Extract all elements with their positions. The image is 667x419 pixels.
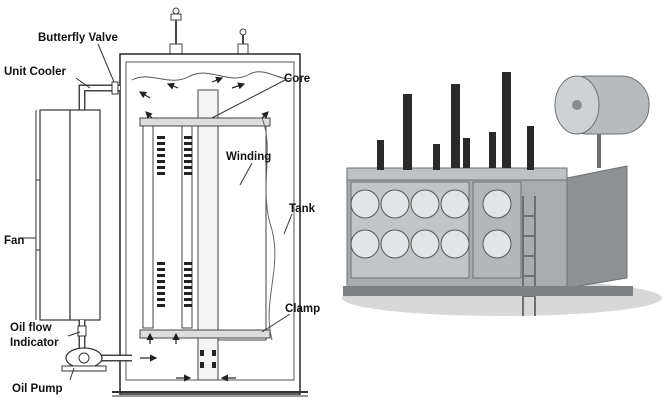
bottom-pipe xyxy=(77,320,132,362)
cooling-fans xyxy=(350,181,522,279)
transformer-base xyxy=(343,286,633,296)
fan-icon xyxy=(350,229,380,259)
winding-conductors xyxy=(157,136,216,368)
label-unit-cooler: Unit Cooler xyxy=(4,66,66,78)
oil-pump xyxy=(61,347,107,372)
oil-surface xyxy=(131,71,293,81)
fan-icon xyxy=(380,229,410,259)
label-oil-pump: Oil Pump xyxy=(12,383,62,395)
fan-icon xyxy=(380,189,410,219)
label-winding: Winding xyxy=(226,151,271,163)
fan-icon xyxy=(410,189,440,219)
unit-cooler xyxy=(35,109,101,321)
label-tank: Tank xyxy=(289,203,316,215)
label-fan: Fan xyxy=(4,235,24,247)
transformer-cooling-diagram: Butterfly Valve Unit Cooler Core Winding… xyxy=(4,7,320,397)
label-core: Core xyxy=(284,73,310,85)
leader-lines xyxy=(20,43,293,381)
top-pipe xyxy=(78,81,120,110)
transformer-photo xyxy=(337,46,667,322)
fan-icon xyxy=(482,189,512,219)
fan-icon xyxy=(440,229,470,259)
fan-icon xyxy=(440,189,470,219)
label-indicator: Indicator xyxy=(10,337,59,349)
label-butterfly-valve: Butterfly Valve xyxy=(38,32,118,44)
bushings xyxy=(377,72,534,170)
label-clamp: Clamp xyxy=(285,303,320,315)
oil-flow-arrows xyxy=(138,76,269,382)
label-oil-flow: Oil flow xyxy=(10,322,52,334)
fan-icon xyxy=(410,229,440,259)
conservator-tank xyxy=(554,75,650,168)
core-winding-assembly xyxy=(139,89,276,381)
fan-icon xyxy=(482,229,512,259)
fan-icon xyxy=(350,189,380,219)
top-bushings xyxy=(169,7,249,55)
